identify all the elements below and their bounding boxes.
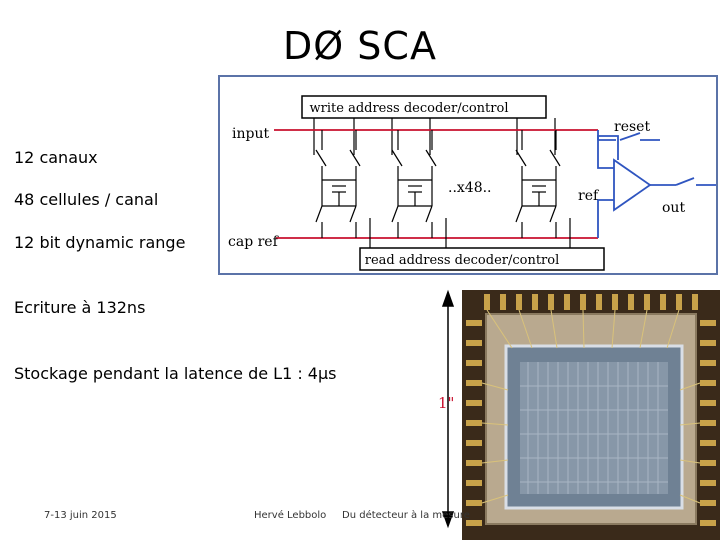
chip-bond-pads xyxy=(466,294,716,526)
bullet-write-speed: Ecriture à 132ns xyxy=(14,298,146,317)
bullet-storage: Stockage pendant la latence de L1 : 4µs xyxy=(14,364,337,383)
write-control-lines xyxy=(313,118,556,155)
storage-cell-3 xyxy=(515,130,561,238)
write-decoder-box xyxy=(301,95,547,119)
read-control-lines xyxy=(369,218,571,248)
chip-bond-wires xyxy=(481,309,701,504)
reset-label: reset xyxy=(614,119,650,135)
out-label: out xyxy=(662,200,685,216)
slide-title: DØ SCA xyxy=(283,24,437,68)
input-label: input xyxy=(232,126,269,142)
read-decoder-box xyxy=(359,247,605,271)
dimension-label: 1" xyxy=(438,394,454,412)
chip-photo xyxy=(462,290,720,540)
footer-event: Du détecteur à la mesure xyxy=(342,510,470,521)
footer-date: 7-13 juin 2015 xyxy=(44,510,117,521)
chip-cell-array xyxy=(520,362,668,494)
bullet-cells: 48 cellules / canal xyxy=(14,190,159,209)
storage-cell-1 xyxy=(315,130,361,238)
storage-cell-2 xyxy=(391,130,437,238)
cell-multiplier-label: ..x48.. xyxy=(448,180,492,196)
cap-ref-label: cap ref xyxy=(228,234,280,250)
ref-label: ref xyxy=(578,188,600,204)
dimension-arrow xyxy=(441,289,455,529)
footer-author: Hervé Lebbolo xyxy=(254,510,327,521)
write-decoder-label: write address decoder/control xyxy=(310,101,509,116)
output-amplifier xyxy=(597,130,716,238)
bullet-range: 12 bit dynamic range xyxy=(14,233,186,252)
read-decoder-label: read address decoder/control xyxy=(365,253,560,268)
bullet-channels: 12 canaux xyxy=(14,148,98,167)
